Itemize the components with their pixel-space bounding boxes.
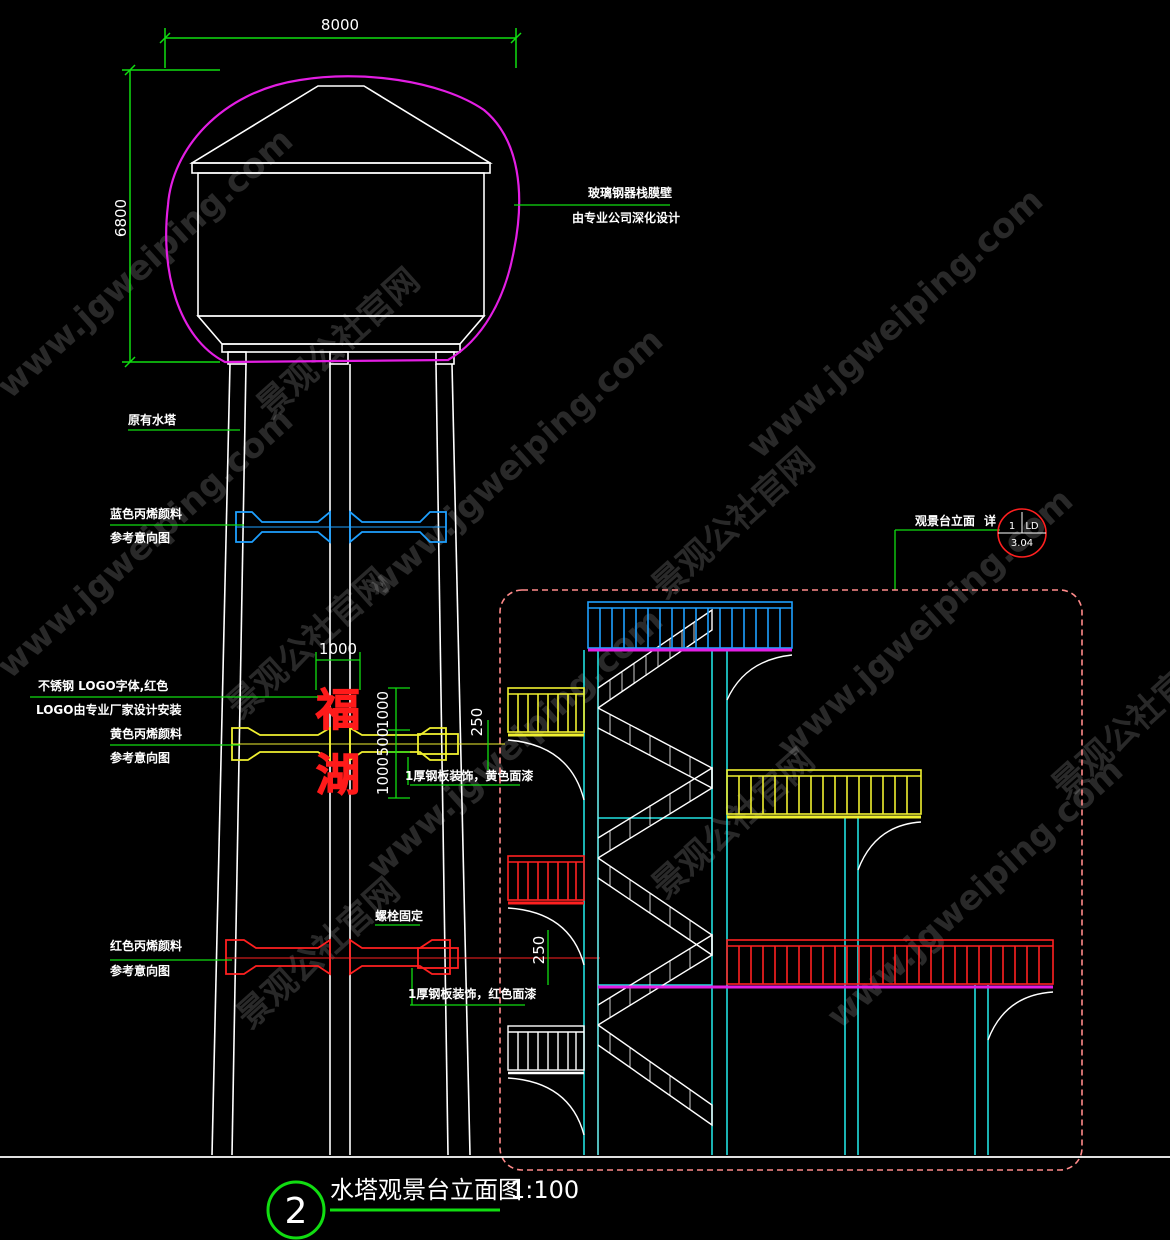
logo-char-fu: 福 (315, 685, 360, 736)
platform-top-blue (587, 601, 793, 649)
platform-left-red (507, 855, 585, 901)
label-yellow-paint-ref: 参考意向图 (110, 750, 170, 765)
watermark: www.jgweiping.com (739, 180, 1051, 466)
label-platform-elevation-suffix: 详 (984, 513, 996, 528)
red-band (225, 938, 600, 976)
label-logo-note-2: LOGO由专业厂家设计安装 (36, 702, 181, 717)
yellow-band (231, 726, 505, 762)
label-red-paint-ref: 参考意向图 (110, 963, 170, 978)
platform-boundary (499, 589, 1083, 1171)
title-number: 2 (285, 1191, 308, 1232)
label-glass-steel-shell: 玻璃钢器栈膜壁 (588, 185, 672, 200)
watermark-layer: www.jgweiping.com 景观公社官网 www.jgweiping.c… (0, 120, 1170, 1036)
watermark: 景观公社官网 (229, 870, 407, 1036)
title-scale: 1:100 (510, 1176, 579, 1204)
glass-steel-shell (165, 75, 521, 364)
platform-right-yellow-bracket (857, 821, 922, 871)
watermark: 景观公社官网 (644, 440, 822, 606)
dimension-logo (315, 652, 489, 799)
dimension-width-top (159, 28, 522, 68)
platform-left-white (507, 1025, 585, 1136)
label-platform-elevation: 观景台立面 (915, 513, 975, 528)
dimension-height-tank (122, 64, 220, 368)
blue-band (235, 510, 447, 544)
dimension-logo-stack-3: 1000 (374, 757, 392, 795)
label-bolt-fixed: 螺栓固定 (375, 908, 423, 923)
watermark: 景观公社官网 (644, 740, 822, 906)
platform-right-yellow (726, 769, 922, 815)
dimension-logo-stack-2: 500 (374, 728, 392, 757)
dimension-height-tank-value: 6800 (112, 199, 130, 237)
detail-reference-bubble: 1 LD 3.04 (997, 508, 1047, 558)
label-red-plate: 1厚钢板装饰，红色面漆 (408, 986, 536, 1001)
label-glass-steel-shell-note: 由专业公司深化设计 (572, 210, 680, 225)
platform-right-red (726, 939, 1054, 985)
label-blue-paint: 蓝色丙烯颜料 (110, 506, 182, 521)
dimension-yellow-band: 250 (468, 708, 486, 737)
drawing-title: 2 水塔观景台立面图 1:100 (266, 1176, 579, 1240)
platform-right-red-bracket (987, 991, 1054, 1041)
detail-ref-top-b: LD (1025, 521, 1039, 532)
label-blue-paint-ref: 参考意向图 (110, 530, 170, 545)
water-tank (189, 85, 493, 365)
platform-left-yellow-bracket (507, 739, 585, 801)
dimension-logo-width: 1000 (319, 640, 357, 658)
platform-top-bracket (726, 654, 793, 701)
label-yellow-plate: 1厚钢板装饰，黄色面漆 (405, 768, 533, 783)
logo-char-hu: 湖 (316, 750, 360, 801)
dimension-width-top-value: 8000 (321, 16, 359, 34)
label-logo-note-1: 不锈钢 LOGO字体,红色 (38, 678, 168, 693)
platform-left-yellow (507, 687, 585, 733)
stair-balusters (609, 622, 695, 1109)
watermark: 景观公社官网 (219, 560, 397, 726)
dimension-logo-stack-1: 1000 (374, 691, 392, 729)
watermark: www.jgweiping.com (359, 320, 671, 606)
title-text: 水塔观景台立面图 (330, 1176, 522, 1204)
label-original-tower: 原有水塔 (128, 412, 177, 427)
platform-left-red-bracket (507, 907, 585, 966)
detail-ref-top-a: 1 (1009, 521, 1015, 532)
leaders (30, 204, 1000, 1006)
title-number-circle (266, 1180, 326, 1240)
dimension-red-band: 250 (530, 936, 548, 965)
label-red-paint: 红色丙烯颜料 (110, 938, 182, 953)
label-yellow-paint: 黄色丙烯颜料 (110, 726, 182, 741)
detail-ref-bottom: 3.04 (1011, 538, 1033, 549)
